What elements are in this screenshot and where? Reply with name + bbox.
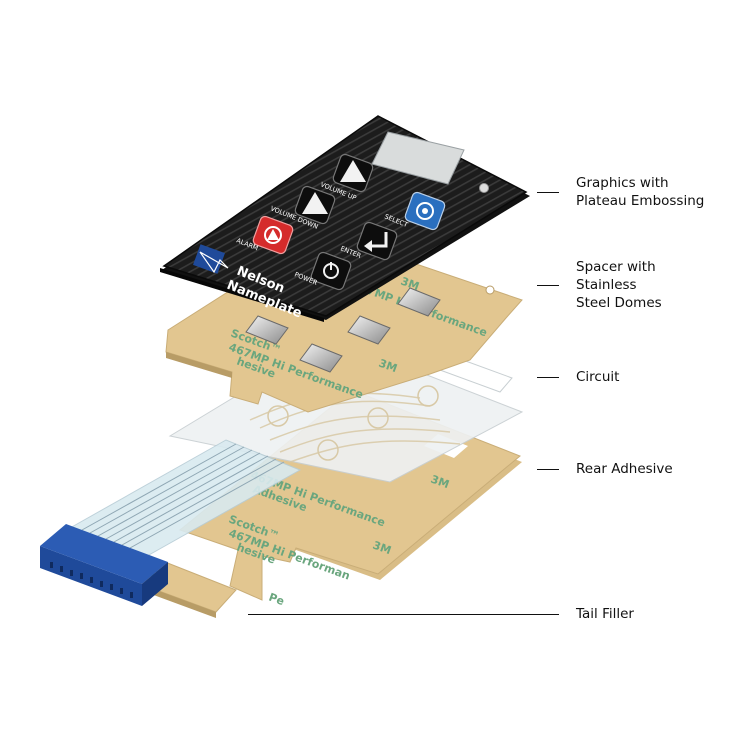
alarm-icon xyxy=(267,229,279,240)
graphics-leader-line xyxy=(537,192,559,193)
circuit-callout: Circuit xyxy=(576,369,620,385)
adhesive-print-fragment: Pe xyxy=(267,591,286,609)
rear-adhesive-callout: Rear Adhesive xyxy=(576,461,673,477)
power-button[interactable]: POWER xyxy=(293,251,352,291)
volume-down-icon xyxy=(302,192,328,214)
adhesive-print-logo-2: 3M xyxy=(371,539,393,558)
select-dot-icon xyxy=(422,208,428,214)
rear-adhesive-layer: 467MP Hi Performance Adhesive Scotch™ 46… xyxy=(178,389,522,609)
rear-adhesive-leader-line xyxy=(537,469,559,470)
select-ring-icon xyxy=(416,202,434,220)
tail-filler-callout: Tail Filler xyxy=(576,606,634,622)
tail-filler-leader-line xyxy=(248,614,559,615)
spacer-print-logo-2: 3M xyxy=(377,357,399,376)
spacer-print-logo: 3M xyxy=(399,275,421,294)
spacer-leader-line xyxy=(537,285,559,286)
spacer-callout: Spacer with Stainless Steel Domes xyxy=(576,259,662,311)
adhesive-print-logo-1: 3M xyxy=(429,473,451,492)
graphics-callout: Graphics with Plateau Embossing xyxy=(576,175,705,209)
graphic-overlay: VOLUME UP VOLUME DOWN SELECT ALARM ENTER xyxy=(160,115,530,322)
alarm-bell-icon xyxy=(264,226,282,244)
alarm-button[interactable]: ALARM xyxy=(235,215,294,255)
enter-arrow-head-icon xyxy=(364,240,372,252)
circuit-leader-line xyxy=(537,377,559,378)
stainless-steel-domes xyxy=(245,287,441,373)
connector xyxy=(40,524,168,606)
circuit-layer xyxy=(168,337,524,483)
enter-arrow-icon xyxy=(370,232,388,248)
volume-up-icon xyxy=(340,160,366,182)
